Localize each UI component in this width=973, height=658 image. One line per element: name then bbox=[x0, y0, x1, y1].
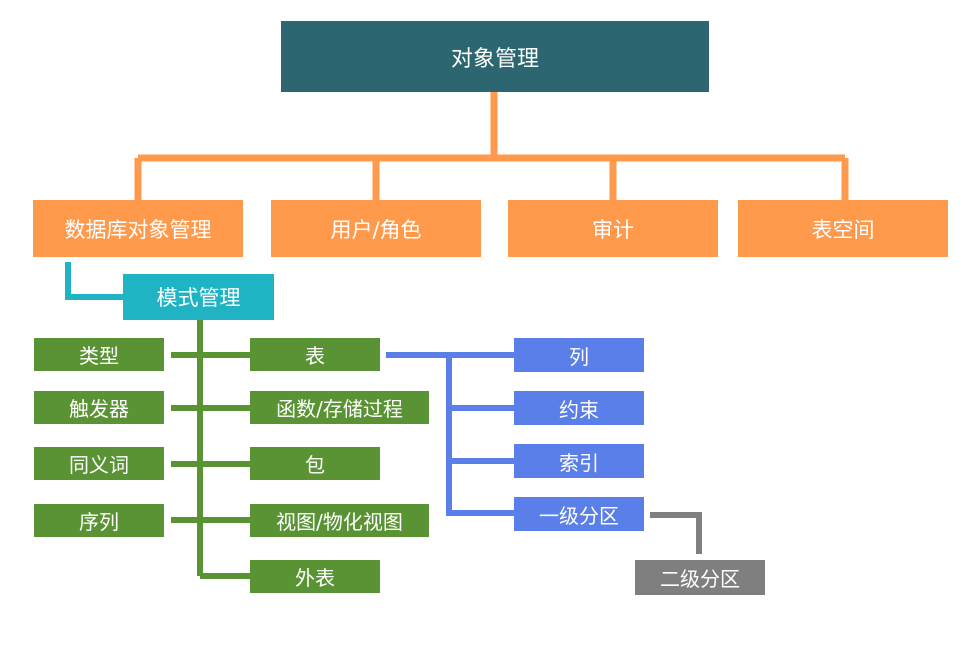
node-index: 索引 bbox=[514, 444, 644, 478]
node-level1-partition: 一级分区 bbox=[514, 497, 644, 531]
node-package: 包 bbox=[250, 447, 380, 480]
connector-sub-partition bbox=[650, 512, 702, 554]
node-constraint: 约束 bbox=[514, 391, 644, 425]
root-node: 对象管理 bbox=[281, 21, 709, 92]
connector-to-schema bbox=[65, 262, 123, 300]
category-tablespace: 表空间 bbox=[738, 200, 948, 257]
node-column: 列 bbox=[514, 338, 644, 372]
node-synonym: 同义词 bbox=[34, 447, 164, 480]
category-users-roles: 用户/角色 bbox=[271, 200, 481, 257]
root-connectors bbox=[134, 92, 849, 200]
node-trigger: 触发器 bbox=[34, 391, 164, 424]
node-view-mview: 视图/物化视图 bbox=[250, 504, 429, 537]
schema-connectors bbox=[171, 320, 250, 579]
connector-table-trunk bbox=[446, 355, 514, 516]
category-db-objects: 数据库对象管理 bbox=[33, 200, 243, 257]
category-audit: 审计 bbox=[508, 200, 718, 257]
table-connectors bbox=[386, 352, 514, 516]
node-foreign-table: 外表 bbox=[250, 560, 380, 593]
node-type: 类型 bbox=[34, 338, 164, 371]
node-function-procedure: 函数/存储过程 bbox=[250, 391, 429, 424]
node-level2-partition: 二级分区 bbox=[635, 560, 765, 595]
node-table: 表 bbox=[250, 338, 380, 371]
schema-management-node: 模式管理 bbox=[123, 274, 274, 320]
node-sequence: 序列 bbox=[34, 504, 164, 537]
